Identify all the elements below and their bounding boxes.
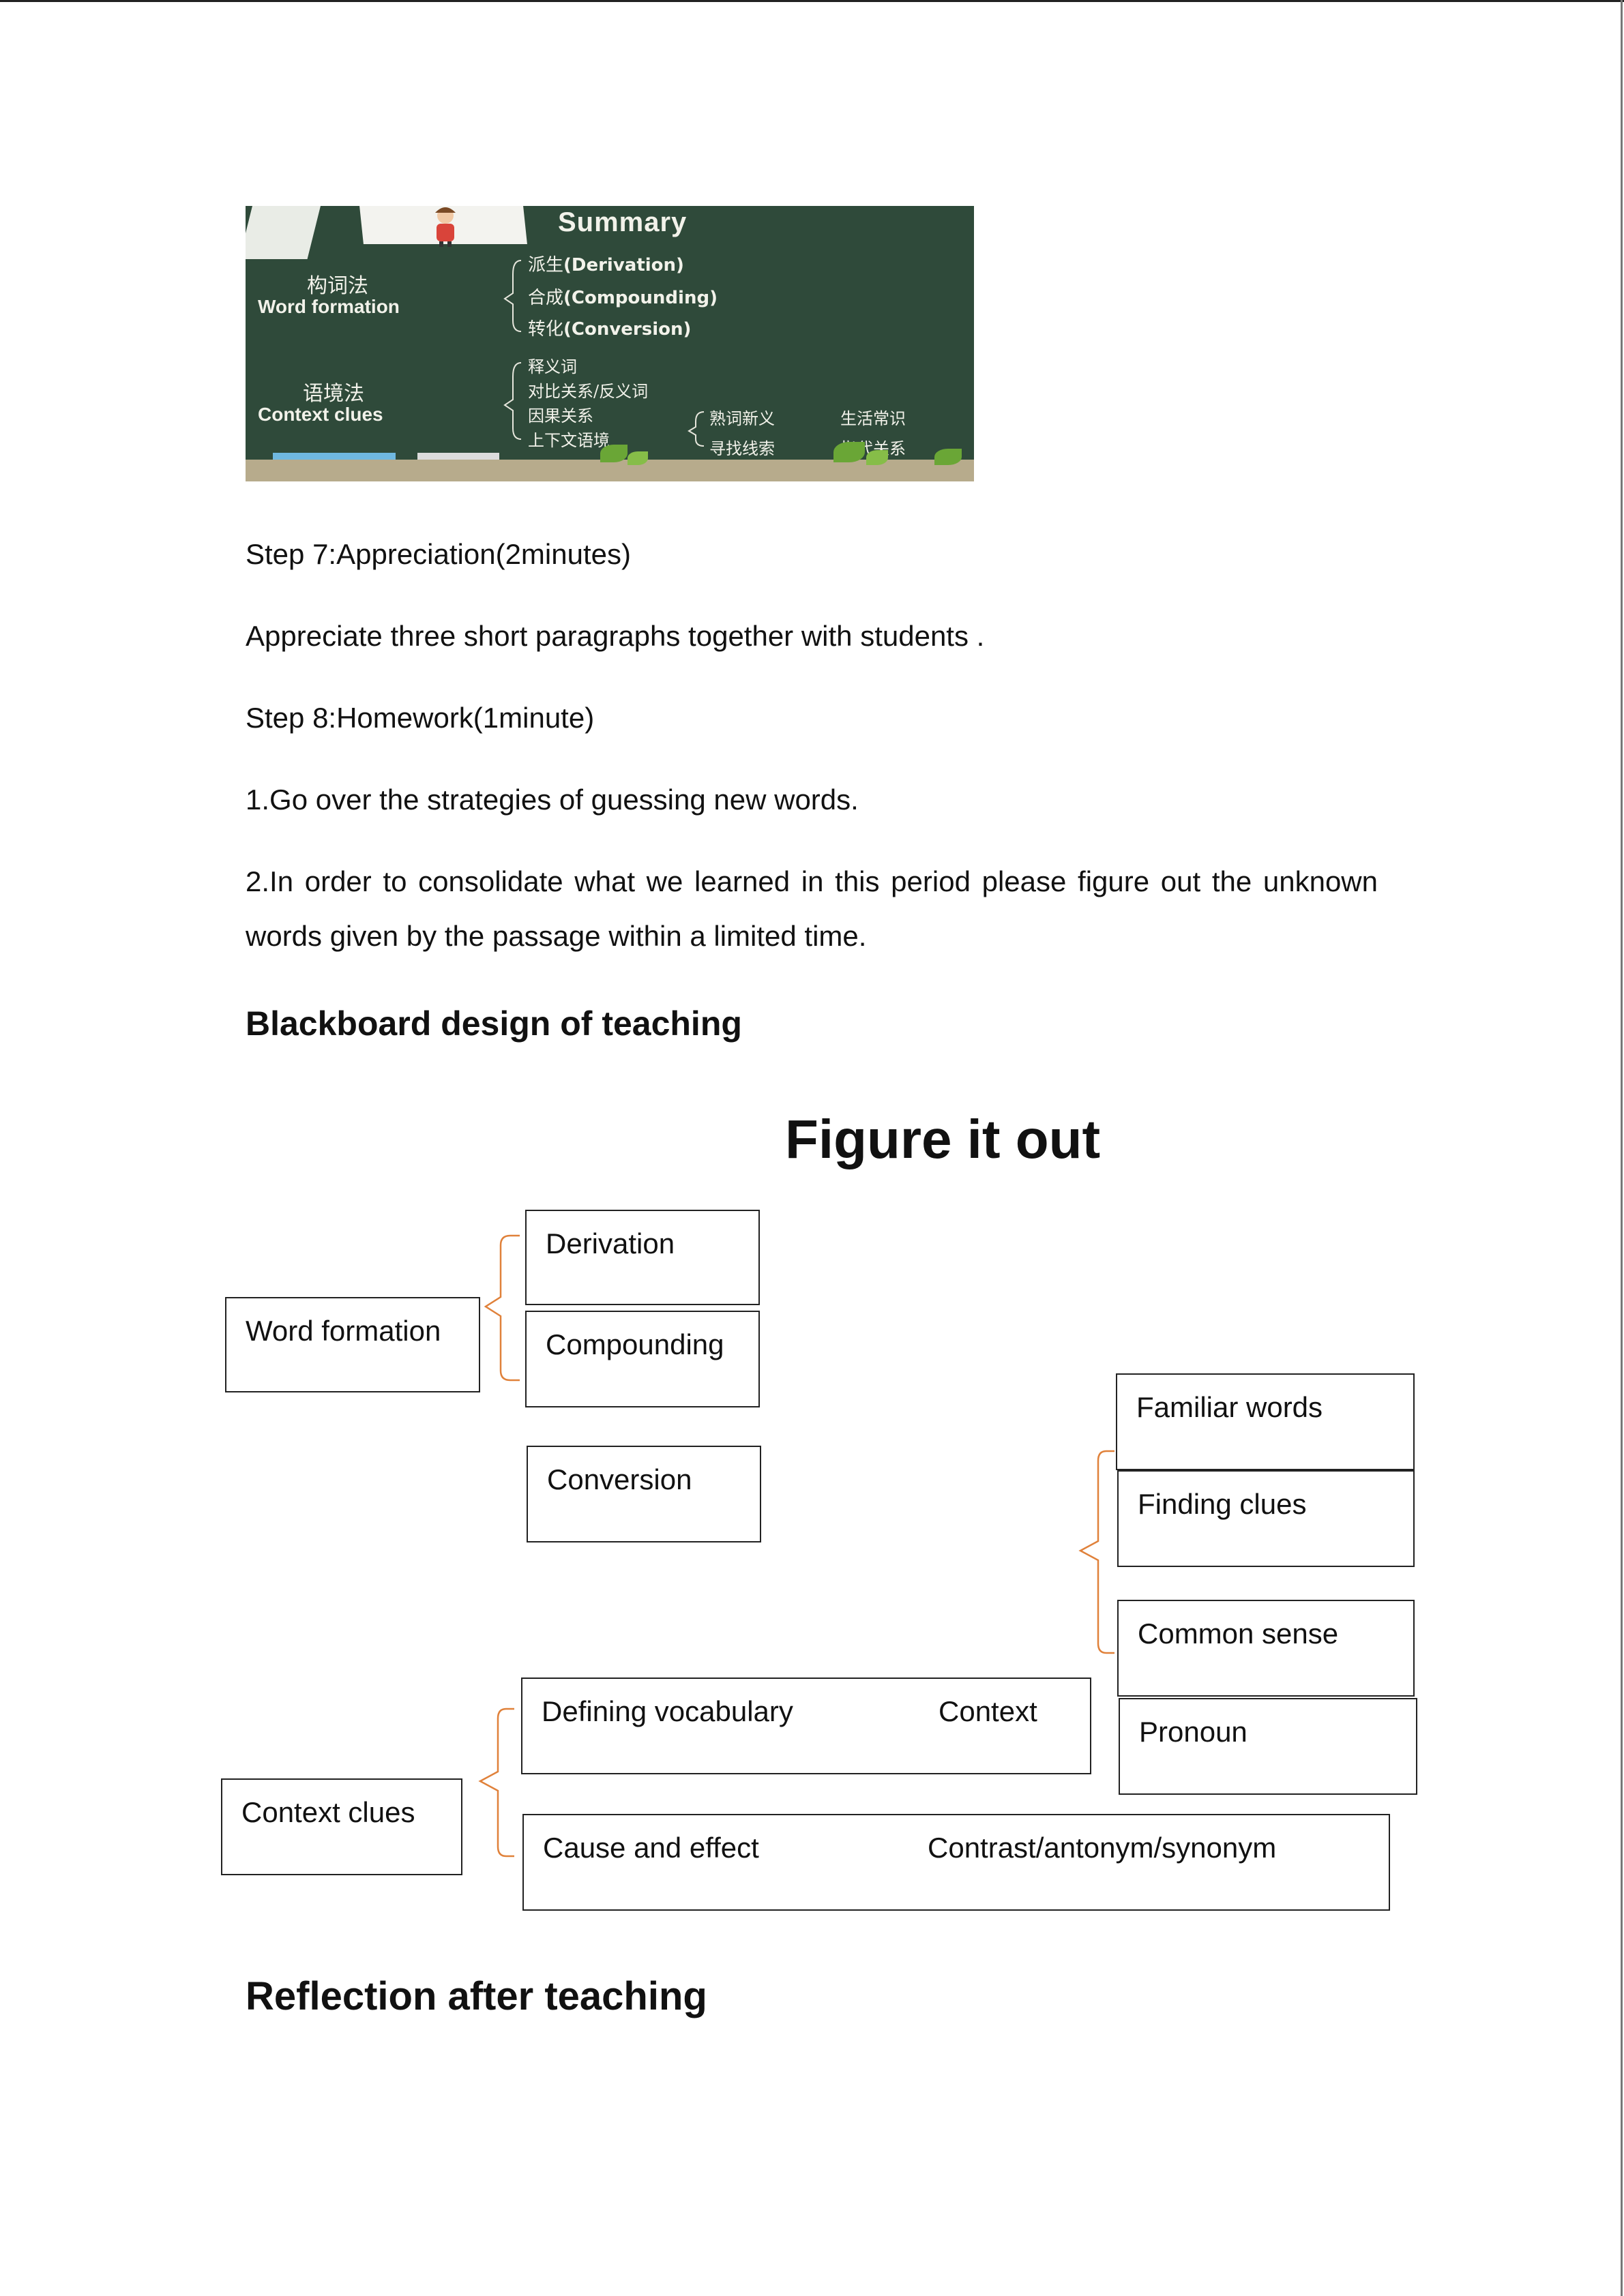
step7-heading: Step 7:Appreciation(2minutes)	[246, 538, 631, 570]
leaf-icon	[628, 451, 648, 465]
board-chalk	[273, 453, 396, 460]
context-clues-cn: 语境法	[303, 382, 364, 406]
finding-clues-label: Finding clues	[1138, 1488, 1307, 1520]
board-ledge	[246, 460, 974, 481]
page-top-border	[0, 0, 1624, 2]
derivation-box: Derivation	[525, 1210, 760, 1305]
heading-blackboard-design: Blackboard design of teaching	[246, 1004, 742, 1043]
conversion-item: 转化(Conversion)	[528, 319, 692, 340]
summary-blackboard-image: Summary 构词法 Word formation 派生(Derivation…	[246, 206, 974, 481]
context-item: 上下文语境	[528, 431, 610, 450]
compounding-box: Compounding	[525, 1311, 760, 1407]
step7-description: Appreciate three short paragraphs togeth…	[246, 620, 985, 652]
context-sub-item: 寻找线索	[709, 439, 775, 458]
word-formation-box: Word formation	[225, 1297, 480, 1392]
cause-effect-label: Cause and effect	[543, 1832, 759, 1864]
familiar-words-label: Familiar words	[1136, 1391, 1323, 1423]
common-sense-label: Common sense	[1138, 1617, 1339, 1650]
context-sub-item: 熟词新义	[709, 409, 775, 428]
word-formation-cn: 构词法	[307, 274, 368, 298]
cause-contrast-box: Cause and effect Contrast/antonym/synony…	[522, 1814, 1390, 1911]
diagram-title: Figure it out	[785, 1109, 1101, 1169]
heading-reflection: Reflection after teaching	[246, 1974, 707, 2018]
context-clues-en: Context clues	[258, 404, 383, 425]
derivation-item: 派生(Derivation)	[528, 255, 684, 275]
context-item: 对比关系/反义词	[528, 382, 649, 401]
leaf-icon	[934, 449, 962, 465]
summary-title: Summary	[558, 207, 688, 237]
conversion-box: Conversion	[527, 1446, 761, 1542]
compounding-item: 合成(Compounding)	[528, 288, 718, 308]
contrast-label: Contrast/antonym/synonym	[928, 1832, 1277, 1864]
leaf-icon	[600, 445, 628, 462]
context-clues-label: Context clues	[241, 1796, 415, 1828]
leaf-icon	[866, 450, 888, 465]
context-label: Context	[939, 1695, 1037, 1727]
homework-item-2: 2.In order to consolidate what we learne…	[246, 865, 1378, 952]
common-sense-box: Common sense	[1117, 1600, 1415, 1697]
pronoun-box: Pronoun	[1119, 1698, 1417, 1795]
conversion-label: Conversion	[547, 1463, 692, 1495]
board-bracket-lines	[503, 260, 705, 447]
familiar-words-box: Familiar words	[1116, 1373, 1415, 1470]
context-sub-item: 生活常识	[840, 409, 906, 428]
compounding-label: Compounding	[546, 1328, 724, 1360]
step8-heading: Step 8:Homework(1minute)	[246, 702, 595, 734]
defining-vocabulary-label: Defining vocabulary	[542, 1695, 793, 1727]
page-right-border	[1621, 0, 1623, 2296]
context-item: 因果关系	[528, 406, 593, 426]
pronoun-label: Pronoun	[1139, 1716, 1247, 1748]
leaf-icon	[833, 442, 865, 462]
cartoon-figure-icon	[435, 207, 456, 247]
context-item: 释义词	[528, 357, 577, 376]
board-eraser	[417, 453, 499, 460]
derivation-label: Derivation	[546, 1227, 675, 1259]
homework-item-1: 1.Go over the strategies of guessing new…	[246, 784, 859, 816]
context-clues-box: Context clues	[221, 1778, 462, 1875]
defining-context-box: Defining vocabulary Context	[521, 1678, 1091, 1774]
word-formation-en: Word formation	[258, 296, 400, 317]
finding-clues-box: Finding clues	[1117, 1470, 1415, 1567]
word-formation-label: Word formation	[246, 1315, 441, 1347]
